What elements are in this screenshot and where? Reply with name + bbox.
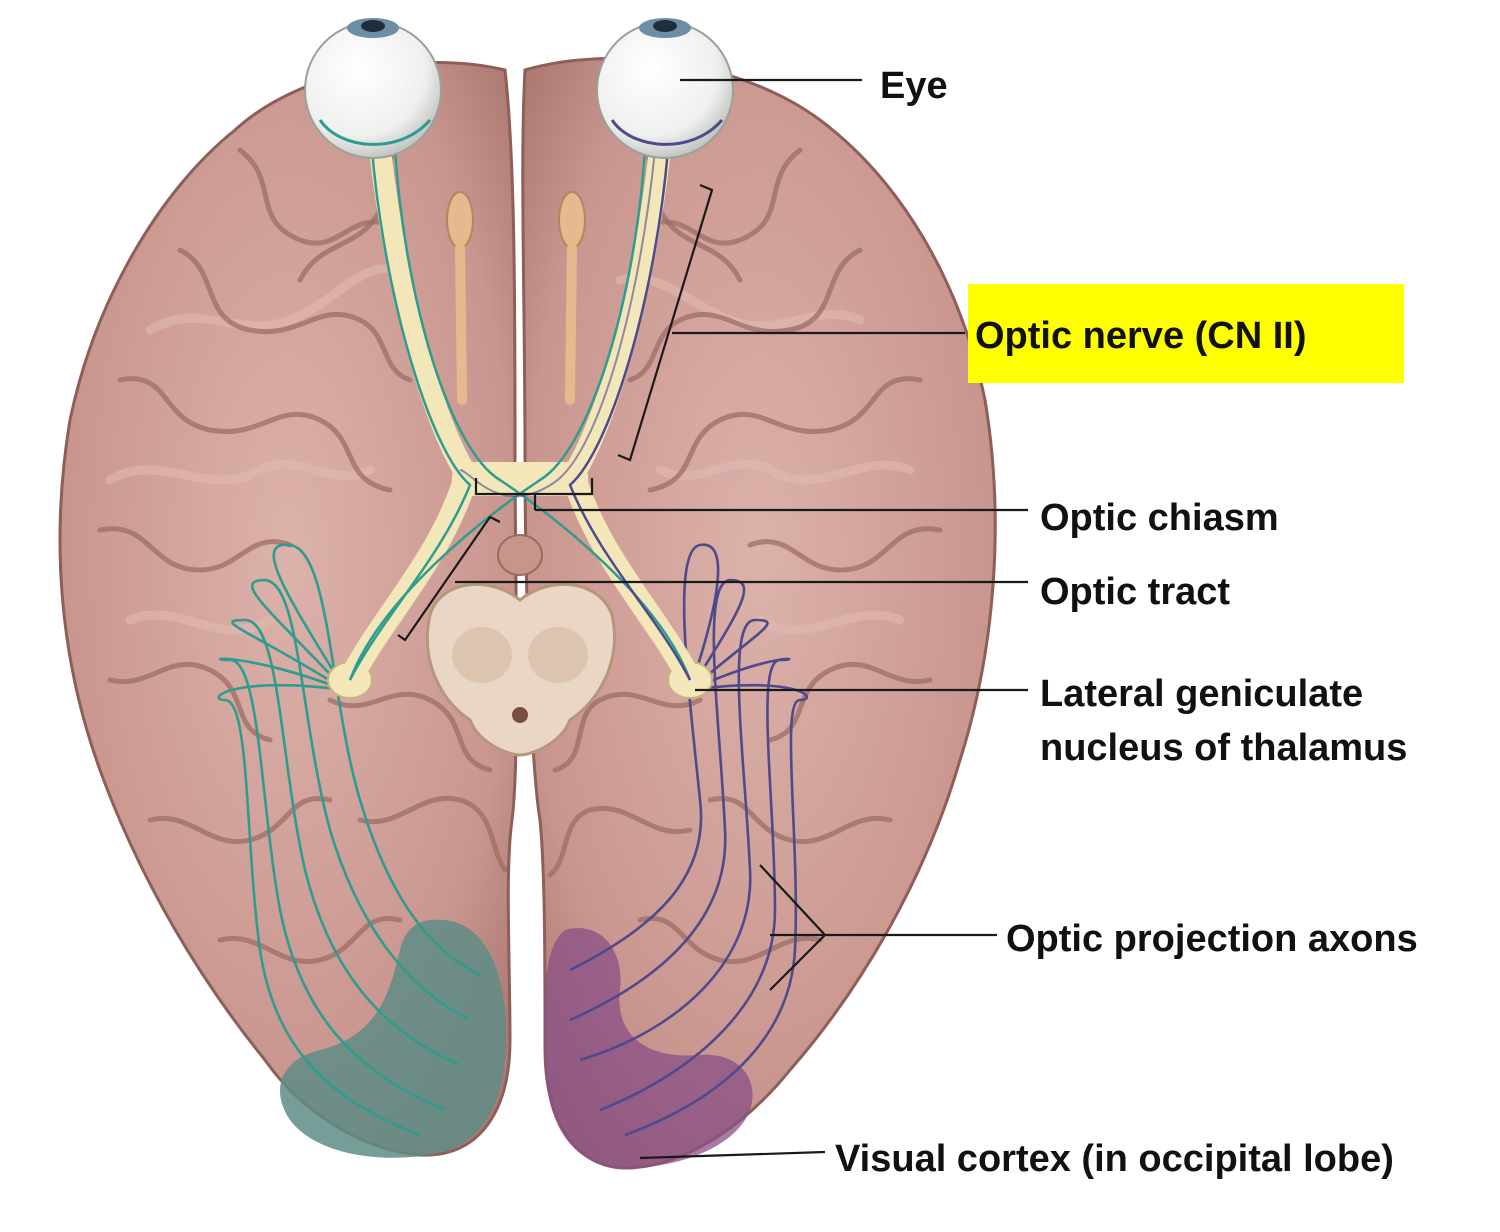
brain bbox=[58, 57, 997, 1170]
left-eye bbox=[304, 18, 442, 159]
label-optic-projection-axons: Optic projection axons bbox=[1006, 918, 1418, 960]
label-optic-tract: Optic tract bbox=[1040, 571, 1230, 613]
midbrain bbox=[425, 534, 616, 757]
optic-nerves-and-tracts bbox=[338, 139, 702, 692]
label-visual-cortex: Visual cortex (in occipital lobe) bbox=[835, 1138, 1394, 1180]
left-visual-cortex bbox=[280, 919, 507, 1158]
label-optic-nerve: Optic nerve (CN II) bbox=[975, 315, 1307, 357]
optic-nerve-bracket bbox=[617, 183, 714, 462]
olfactory-tracts bbox=[446, 191, 586, 405]
label-eye: Eye bbox=[880, 65, 948, 107]
optic-tract-bracket bbox=[397, 515, 501, 642]
optic-nerve-highlight bbox=[968, 284, 1404, 383]
visual-cortex-leader bbox=[639, 1150, 826, 1160]
right-visual-cortex bbox=[544, 928, 753, 1169]
label-optic-chiasm: Optic chiasm bbox=[1040, 497, 1279, 539]
label-lgn-line1: Lateral geniculate bbox=[1040, 673, 1363, 715]
label-lgn-line2: nucleus of thalamus bbox=[1040, 727, 1407, 769]
left-optic-radiations bbox=[217, 543, 481, 1137]
right-eye bbox=[596, 18, 734, 159]
right-hemisphere bbox=[521, 57, 997, 1170]
